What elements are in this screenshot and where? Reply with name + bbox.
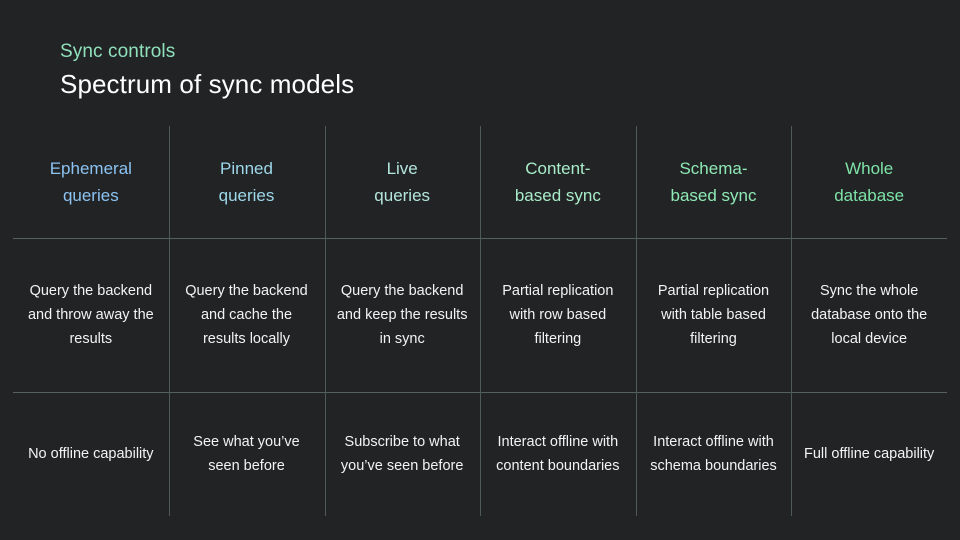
description-text: Sync the whole database onto the local d… xyxy=(811,283,928,347)
matrix-grid: Ephemeral queries Pinned queries Live qu… xyxy=(13,126,947,516)
capability-text: Interact offline with schema boundaries xyxy=(650,434,777,474)
column-header-ephemeral-queries: Ephemeral queries xyxy=(13,126,169,238)
description-cell-pinned-queries: Query the backend and cache the results … xyxy=(169,238,325,392)
column-divider-2 xyxy=(325,126,326,516)
column-header-line2: queries xyxy=(218,186,275,205)
column-divider-5 xyxy=(791,126,792,516)
description-cell-whole-database: Sync the whole database onto the local d… xyxy=(791,238,947,392)
page-title: Spectrum of sync models xyxy=(60,69,355,99)
description-text: Partial replication with table based fil… xyxy=(657,283,770,347)
column-header-line1: Content- xyxy=(525,159,591,178)
column-header-content-based-sync: Content- based sync xyxy=(480,126,636,238)
column-header-line1: Whole xyxy=(845,159,894,178)
capability-cell-ephemeral-queries: No offline capability xyxy=(13,392,169,516)
column-header-line2: based sync xyxy=(514,186,601,205)
capability-cell-pinned-queries: See what you’ve seen before xyxy=(169,392,325,516)
column-header-line1: Schema- xyxy=(679,159,748,178)
capability-text: No offline capability xyxy=(28,446,154,462)
column-divider-3 xyxy=(480,126,481,516)
column-header-line2: queries xyxy=(62,186,119,205)
description-text: Partial replication with row based filte… xyxy=(502,283,614,347)
column-header-label: Whole database xyxy=(834,155,904,209)
column-header-label: Live queries xyxy=(374,155,430,209)
column-header-line2: queries xyxy=(374,186,431,205)
capability-text: Full offline capability xyxy=(804,446,935,462)
column-divider-1 xyxy=(169,126,170,516)
column-header-line1: Pinned xyxy=(220,159,273,178)
column-header-label: Pinned queries xyxy=(219,155,275,209)
capability-cell-content-based-sync: Interact offline with content boundaries xyxy=(480,392,636,516)
capability-text: See what you’ve seen before xyxy=(193,434,300,474)
column-header-label: Schema- based sync xyxy=(670,155,756,209)
capability-text: Interact offline with content boundaries xyxy=(496,434,620,474)
sync-models-matrix: Ephemeral queries Pinned queries Live qu… xyxy=(13,126,947,516)
column-header-line1: Ephemeral xyxy=(49,159,132,178)
column-header-schema-based-sync: Schema- based sync xyxy=(636,126,792,238)
capability-text: Subscribe to what you’ve seen before xyxy=(340,434,464,474)
column-header-line2: based sync xyxy=(670,186,757,205)
description-cell-content-based-sync: Partial replication with row based filte… xyxy=(480,238,636,392)
capability-cell-live-queries: Subscribe to what you’ve seen before xyxy=(324,392,480,516)
description-cell-ephemeral-queries: Query the backend and throw away the res… xyxy=(13,238,169,392)
title-block: Sync controls Spectrum of sync models xyxy=(60,40,354,101)
column-header-label: Ephemeral queries xyxy=(50,155,132,209)
description-text: Query the backend and throw away the res… xyxy=(27,283,154,347)
column-header-line1: Live xyxy=(386,159,418,178)
column-header-label: Content- based sync xyxy=(515,155,601,209)
capability-cell-whole-database: Full offline capability xyxy=(791,392,947,516)
slide-eyebrow: Sync controls xyxy=(60,41,176,62)
column-header-whole-database: Whole database xyxy=(791,126,947,238)
capability-cell-schema-based-sync: Interact offline with schema boundaries xyxy=(636,392,792,516)
description-text: Query the backend and keep the results i… xyxy=(336,283,468,347)
column-header-live-queries: Live queries xyxy=(324,126,480,238)
column-header-pinned-queries: Pinned queries xyxy=(169,126,325,238)
description-cell-live-queries: Query the backend and keep the results i… xyxy=(324,238,480,392)
description-text: Query the backend and cache the results … xyxy=(185,283,308,347)
column-header-line2: database xyxy=(834,186,905,205)
column-divider-4 xyxy=(636,126,637,516)
description-cell-schema-based-sync: Partial replication with table based fil… xyxy=(636,238,792,392)
